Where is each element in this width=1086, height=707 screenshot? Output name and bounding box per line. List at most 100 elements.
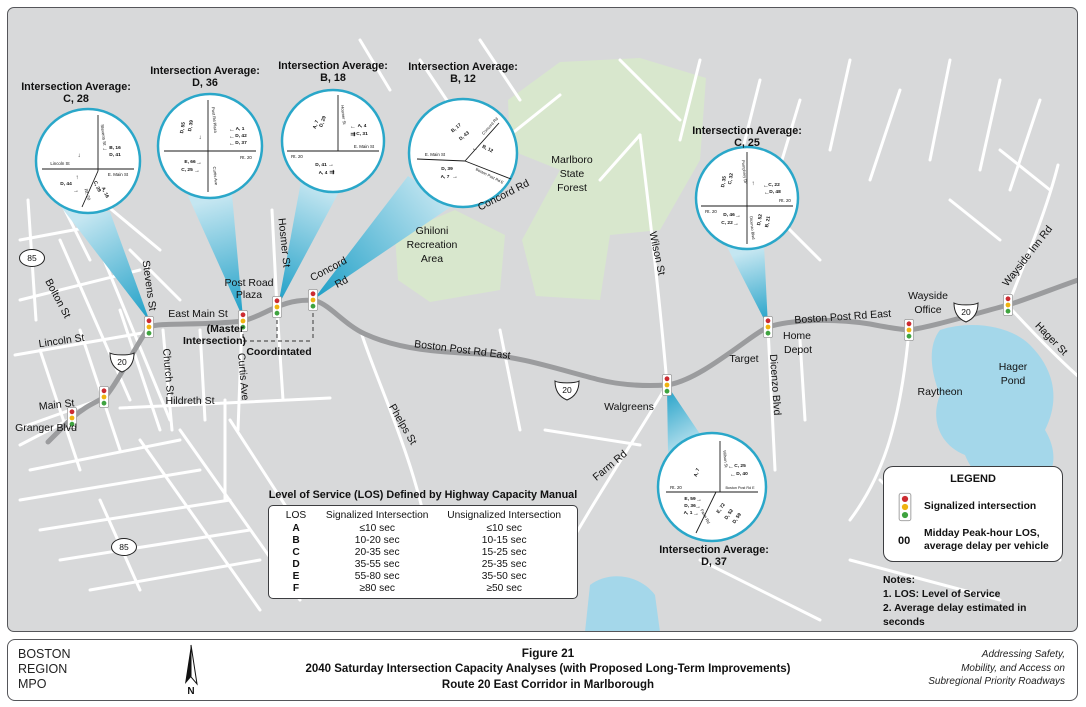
- signal-lamp: [901, 495, 909, 503]
- diagram-label: Lincoln St: [50, 161, 70, 166]
- los-table-panel: Level of Service (LOS) Defined by Highwa…: [268, 489, 578, 599]
- shield-shape: [554, 380, 580, 401]
- diagram-label: ↑: [752, 181, 755, 187]
- callout-tail-dicenzo-blvd: [725, 243, 768, 327]
- signal-lamp: [901, 503, 909, 511]
- diagram-label: D, 46: [723, 212, 735, 218]
- signal-lamp: [69, 415, 75, 421]
- los-letter: B: [292, 534, 300, 546]
- diagram-label: ←: [472, 146, 478, 152]
- label-hildreth-st: Hildreth St: [165, 395, 214, 407]
- diagram-label: C, 22: [768, 182, 780, 188]
- diagram-label: ←: [763, 183, 769, 189]
- callout-title-post-rd-plaza: Intersection Average:: [150, 65, 260, 77]
- diagram-label: B, 21: [764, 215, 772, 228]
- label-curtis-ave: Curtis Ave: [235, 352, 251, 401]
- los-table-row: C 20-35 sec 15-25 sec: [275, 546, 571, 558]
- diagram-label: Pomphrey Dr: [741, 160, 749, 185]
- diagram-label: C, 25: [734, 463, 746, 469]
- shield-number: 85: [27, 253, 37, 263]
- callout-tail-wilson-st: [667, 385, 700, 452]
- label-boston-post-rd-east-w: Boston Post Rd East: [414, 338, 512, 362]
- diagram-road: [464, 160, 512, 180]
- label-dicenzo-blvd: Dicenzo Blvd: [767, 354, 783, 416]
- diagram-label: E, 66: [184, 159, 196, 165]
- signal-lamp: [101, 388, 107, 394]
- figure-title-line2: Route 20 East Corridor in Marlborough: [441, 679, 655, 691]
- diagram-label: →: [452, 174, 458, 180]
- diagram-label: A, 1: [684, 510, 693, 516]
- label-main-st: Main St: [38, 397, 75, 413]
- diagram-label: C, 29: [92, 180, 102, 193]
- shield-number: 20: [117, 357, 127, 367]
- diagram-label: C, 31: [356, 131, 368, 137]
- diagram-label: ←: [730, 472, 736, 478]
- diagram-label: D, 29: [318, 115, 328, 128]
- diagram-label: A, 16: [100, 186, 110, 199]
- callout-tail-post-rd-plaza: [188, 194, 243, 318]
- signal-lamp: [101, 400, 107, 406]
- diagram-label: C, 32: [727, 172, 735, 185]
- diagram-label: ←: [102, 146, 108, 152]
- callout-tail-concord-rd: [313, 176, 452, 300]
- route-shields: 85 85 20 20 20: [19, 249, 979, 556]
- los-symbol: 00: [898, 534, 911, 547]
- diagram-label: D, 39: [187, 119, 195, 132]
- callout-title-wilson-st: Intersection Average:: [659, 544, 769, 556]
- callout-circle-post-rd-plaza: [156, 92, 264, 200]
- label-bolton-st: Bolton St: [42, 277, 73, 320]
- figure-title-block: Figure 21 2040 Saturday Intersection Cap…: [286, 645, 810, 693]
- label-granger-blvd: Granger Blvd: [15, 422, 77, 434]
- diagram-label: →: [73, 188, 79, 194]
- signal-lamp: [240, 324, 246, 330]
- diagram-label: C, 22: [721, 220, 733, 226]
- label-post-road-plaza-1: Post Road: [224, 277, 273, 289]
- label-hosmer-st: Hosmer St: [275, 217, 292, 268]
- diagram-label: D, 41: [109, 152, 121, 158]
- us-route-shield: 20: [554, 380, 580, 401]
- diagram-label: →: [194, 168, 200, 174]
- label-marlboro-1: Marlboro: [551, 154, 593, 166]
- callout-value-dicenzo-blvd: C, 25: [734, 137, 760, 149]
- diagram-label: Rt. 20: [240, 155, 252, 160]
- us-route-shield: 20: [109, 352, 135, 373]
- callout-tail-stevens-st: [62, 208, 150, 322]
- los-delay-range: 20-35 sec: [354, 546, 400, 558]
- diagram-label: E. Main St: [354, 144, 375, 149]
- los-delay-range: ≥80 sec: [359, 582, 395, 594]
- callout-circle-wilson-st: [656, 431, 768, 543]
- shield-number: 20: [961, 307, 971, 317]
- signal-lamp: [310, 297, 316, 303]
- diagram-label: E. Main St: [108, 172, 129, 177]
- los-letter: C: [292, 546, 300, 558]
- signal-lamp: [765, 318, 771, 324]
- state-route-shield: 85: [111, 538, 137, 556]
- los-column-header: Unsignalized Intersection: [447, 510, 562, 521]
- legend-delay-line1: Midday Peak-hour LOS,: [924, 528, 1040, 539]
- coordinated-bracket: [242, 306, 314, 342]
- north-arrow: N: [185, 644, 198, 697]
- los-delay-range: 15-25 sec: [481, 546, 527, 558]
- shield-shape: [111, 538, 137, 556]
- callout-title-hosmer-st: Intersection Average:: [278, 60, 388, 72]
- los-column-header: LOS: [285, 510, 307, 521]
- legend-signal-label: Signalized intersection: [924, 500, 1037, 512]
- callout-circle-concord-rd: [407, 97, 519, 209]
- diagram-label: A, 7: [312, 119, 321, 130]
- label-east-main-st: East Main St: [168, 308, 228, 320]
- los-delay-range: 10-20 sec: [354, 534, 400, 546]
- signal-lamp: [240, 312, 246, 318]
- los-delay-range: 35-50 sec: [481, 570, 527, 582]
- traffic-signal: [1003, 294, 1013, 316]
- signal-lamp: [310, 291, 316, 297]
- los-delay-range: 35-55 sec: [354, 558, 400, 570]
- diagram-label: C, 25: [181, 167, 193, 173]
- traffic-signal: [99, 386, 109, 408]
- diagram-label: D, 41: [315, 162, 327, 168]
- shield-shape: [109, 352, 135, 373]
- label-marlboro-3: Forest: [557, 182, 587, 194]
- label-ghiloni-2: Recreation: [407, 239, 458, 251]
